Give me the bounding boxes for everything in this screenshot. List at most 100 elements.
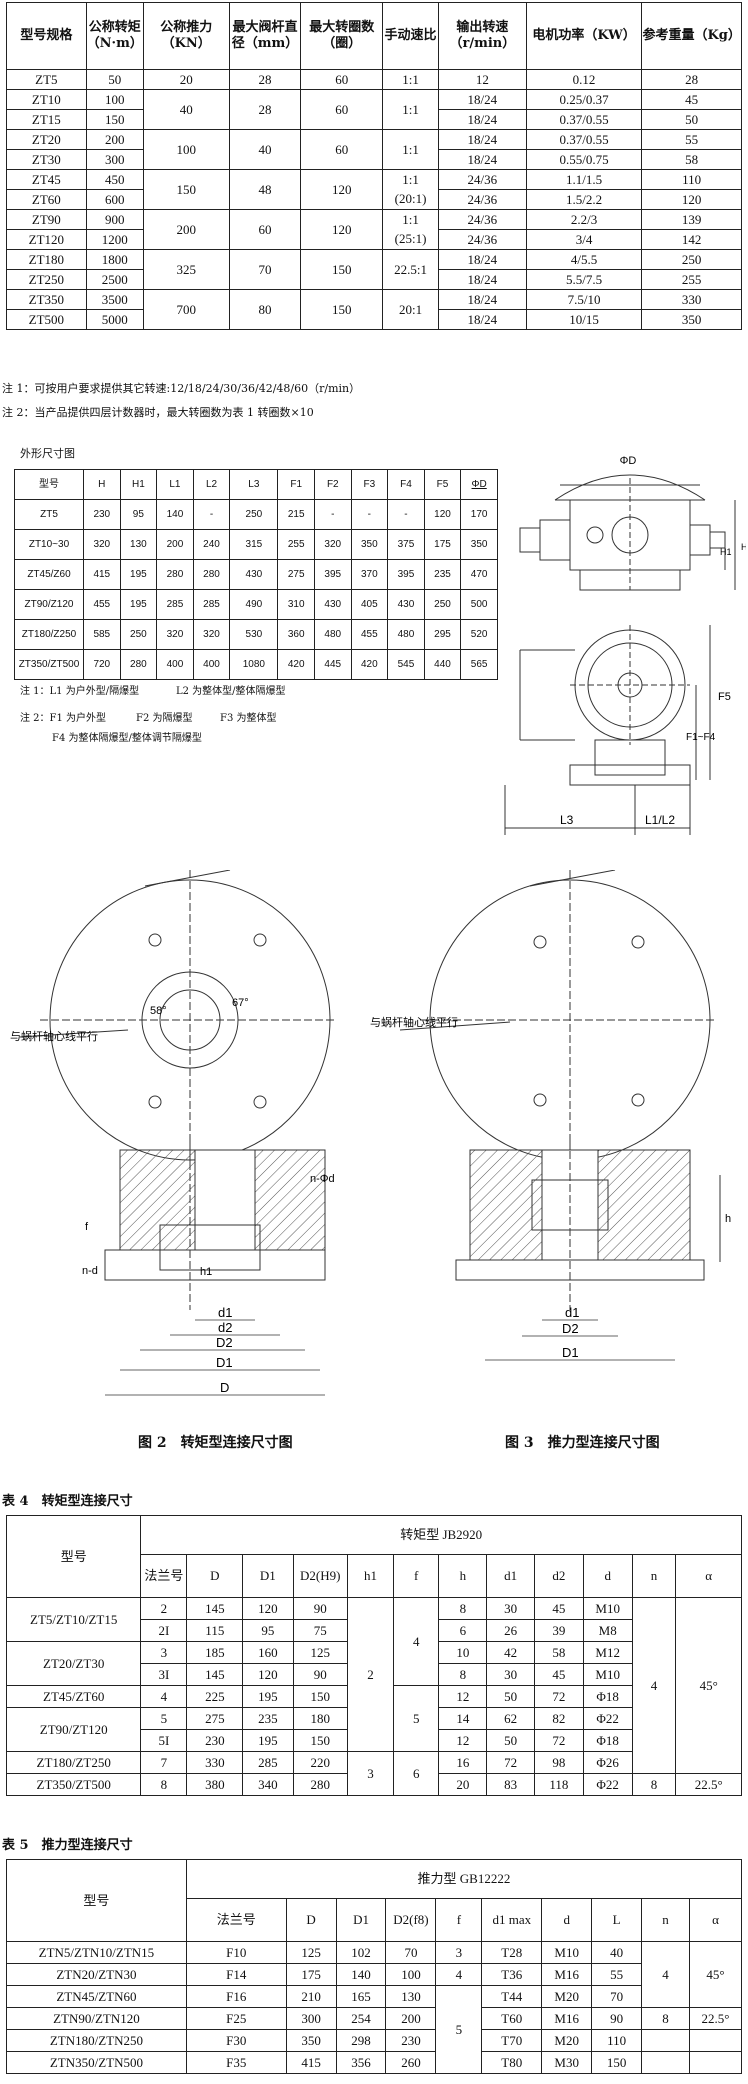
cell: T60	[481, 2007, 543, 2030]
cell: -	[192, 499, 231, 530]
cell: 130	[385, 1985, 437, 2008]
cell: -	[387, 499, 425, 530]
cell: F2	[313, 469, 352, 500]
cell: 405	[350, 589, 389, 620]
cell: 2	[140, 1597, 188, 1620]
cell: 5	[393, 1685, 440, 1752]
dimension-note-1b: L2 为整体型/整体隔爆型	[176, 686, 286, 697]
cell: F14	[185, 1963, 287, 1986]
cell: 455	[83, 589, 121, 620]
table-row: ZT90/ZT120 5 275 235 180 14 62 82 Φ22	[5, 1707, 742, 1752]
cell: L3	[229, 469, 279, 500]
cell: ZT180/ZT250	[5, 1751, 142, 1774]
cell: 330	[641, 289, 742, 310]
cell: ZT5	[14, 499, 84, 530]
cell: 60	[300, 69, 384, 90]
cell: D	[285, 1898, 337, 1942]
label-L3: L3	[560, 813, 574, 827]
cell: F16	[185, 1985, 287, 2008]
table-row: 5I 230 195 150 12 50 72 Φ18	[7, 1729, 742, 1752]
cell: 72	[486, 1751, 536, 1774]
dimension-note-2d: F4 为整体隔爆型/整体调节隔爆型	[52, 733, 202, 744]
cell: 195	[242, 1729, 294, 1752]
cell: 1800	[85, 249, 144, 270]
label-d1: d1	[218, 1305, 232, 1320]
cell: 30	[486, 1663, 536, 1686]
cell: 82	[534, 1707, 584, 1730]
cell: 375	[387, 529, 425, 560]
cell: 200	[85, 129, 144, 150]
cell	[688, 2051, 743, 2074]
table-row: ZT15 150 18/24 0.37/0.55 50	[6, 109, 742, 130]
torque-connection-drawing: 58° 67° 与蜗杆轴心线平行 n-Φd n-d f h1 d1 d2 D2 …	[10, 870, 335, 1396]
cell: 150	[300, 249, 384, 290]
cell: 356	[335, 2051, 387, 2074]
cell: 45	[641, 89, 742, 110]
table-row: ZTN350/ZTN500 F35 415 356 260 T80 M30 15…	[6, 2051, 743, 2074]
cell: 6	[438, 1619, 488, 1642]
cell: 530	[229, 619, 279, 650]
cell: ZT30	[6, 149, 87, 170]
table-row: ZT45 450 150 48 120 1:1 24/36 1.1/1.5 11…	[6, 169, 742, 210]
cell: 195	[242, 1685, 294, 1708]
cell: F35	[185, 2051, 287, 2074]
cell: 250	[119, 619, 158, 650]
table-row: ZTN45/ZTN60 F16 210 165 130 5 T44 M20 70	[6, 1985, 742, 2074]
cell: 7	[140, 1751, 188, 1774]
label-F1F4: F1~F4	[686, 732, 716, 743]
cell: ZT45/Z60	[14, 559, 84, 590]
cell: 285	[156, 589, 194, 620]
cell: Φ26	[582, 1751, 633, 1774]
cell: ZT10	[6, 89, 87, 110]
cell: 480	[387, 619, 425, 650]
table-5-title: 表 5 推力型连接尺寸	[2, 1838, 133, 1853]
cell: 298	[335, 2029, 387, 2052]
cell: 18/24	[437, 269, 527, 290]
cell: 推力型 GB12222	[185, 1859, 743, 1899]
cell: 18/24	[437, 309, 527, 330]
cell: 320	[156, 619, 194, 650]
cell: 1:1	[382, 169, 439, 190]
cell: 165	[335, 1985, 387, 2008]
cell: 130	[119, 529, 158, 560]
table-row: ZT350 3500 700 80 150 20:1 18/24 7.5/10 …	[6, 289, 742, 330]
cell: 150	[142, 169, 230, 210]
cell: 5	[435, 1985, 483, 2074]
cell: 75	[292, 1619, 348, 1642]
cell: 18/24	[437, 149, 527, 170]
cell: 720	[83, 649, 121, 680]
cell: 255	[277, 529, 315, 560]
cell: 4	[393, 1597, 440, 1686]
cell: 1080	[229, 649, 279, 680]
cell: 50	[85, 69, 144, 90]
spec-note-2: 注 2：当产品提供四层计数器时，最大转圈数为表 1 转圈数×10	[2, 406, 314, 419]
cell: 285	[192, 589, 231, 620]
cell: 150	[85, 109, 144, 130]
cell: 420	[350, 649, 389, 680]
cell: f	[393, 1554, 440, 1598]
cell: 400	[156, 649, 194, 680]
label-parallel: 与蜗杆轴心线平行	[10, 1029, 98, 1043]
cell: L	[591, 1898, 643, 1942]
torque-connection-table: 型号 转矩型 JB2920 法兰号 D D1 D2(H9) h1 f h d1 …	[5, 1515, 742, 1796]
cell: ZT180	[6, 249, 87, 270]
cell: L1	[156, 469, 194, 500]
cell: 7.5/10	[525, 289, 643, 310]
cell: f	[435, 1898, 483, 1942]
cell: 145	[186, 1663, 244, 1686]
cell: 18/24	[437, 249, 527, 270]
spec-table: 型号规格 公称转矩（N·m） 公称推力（KN） 最大阀杆直径（mm） 最大转圈数…	[6, 2, 742, 330]
cell: 50	[641, 109, 742, 130]
cell: 8	[641, 2007, 690, 2030]
cell: n	[641, 1898, 690, 1942]
cell: 95	[119, 499, 158, 530]
cell: 260	[385, 2051, 437, 2074]
cell: 430	[229, 559, 279, 590]
cell: 1:1	[382, 69, 439, 90]
